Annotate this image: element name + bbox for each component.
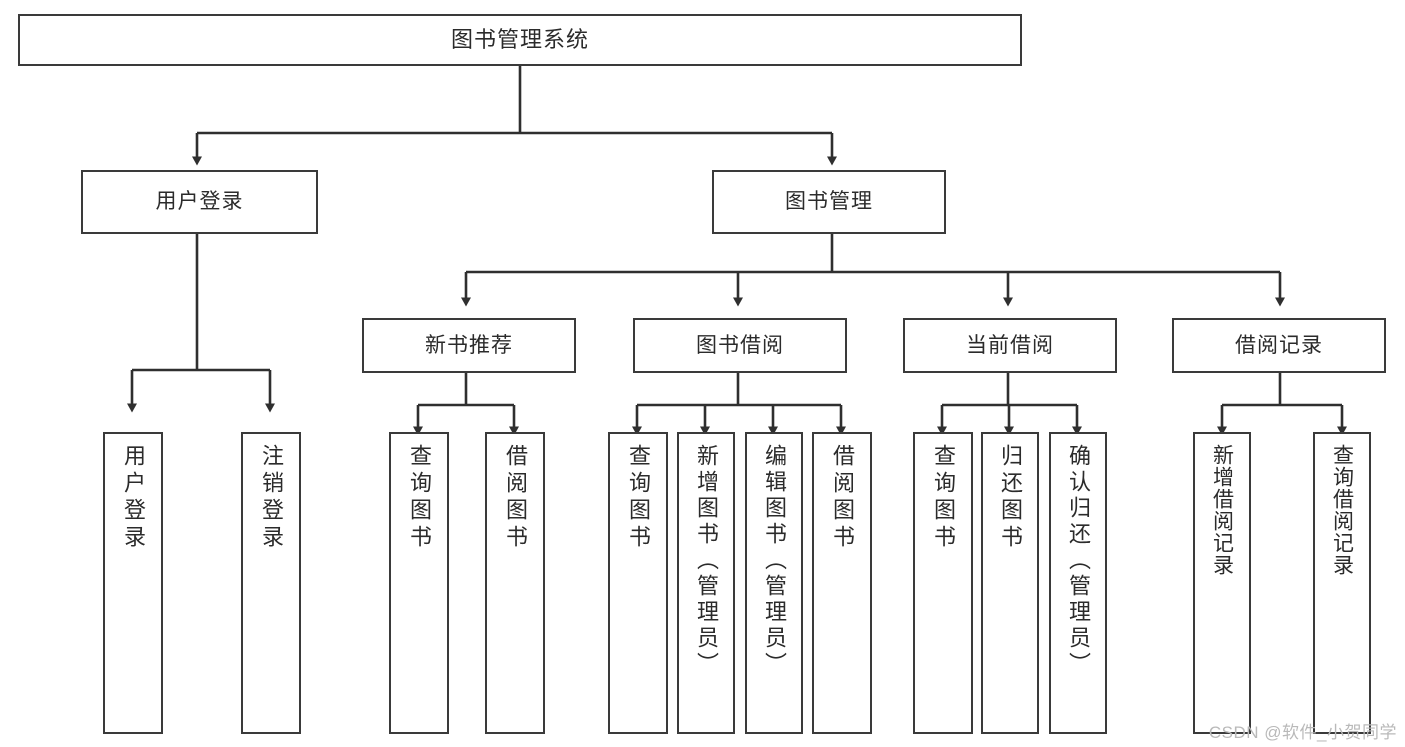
leaf-user-logout-label: 注销登录 — [259, 444, 284, 552]
leaf-borrow-borrow-book-label: 借阅图书 — [830, 444, 855, 552]
leaf-add-borrow-record-label: 新增借阅记录 — [1210, 444, 1234, 576]
leaf-borrow-borrow-book[interactable]: 借阅图书 — [812, 432, 872, 734]
leaf-user-logout[interactable]: 注销登录 — [241, 432, 301, 734]
leaf-edit-book-admin[interactable]: 编辑图书（管理员） — [745, 432, 803, 734]
leaf-query-borrow-record[interactable]: 查询借阅记录 — [1313, 432, 1371, 734]
leaf-recommend-borrow-book-label: 借阅图书 — [503, 444, 528, 552]
leaf-add-borrow-record[interactable]: 新增借阅记录 — [1193, 432, 1251, 734]
node-book-management[interactable]: 图书管理 — [712, 170, 946, 234]
leaf-return-book-label: 归还图书 — [998, 444, 1023, 552]
node-borrow-record[interactable]: 借阅记录 — [1172, 318, 1386, 373]
leaf-query-borrow-record-label: 查询借阅记录 — [1330, 444, 1354, 576]
node-current-borrow[interactable]: 当前借阅 — [903, 318, 1117, 373]
leaf-borrow-query-book[interactable]: 查询图书 — [608, 432, 668, 734]
leaf-current-query-book-label: 查询图书 — [931, 444, 956, 552]
node-user-login[interactable]: 用户登录 — [81, 170, 318, 234]
watermark: CSDN @软件_小贺同学 — [1208, 723, 1397, 742]
node-root[interactable]: 图书管理系统 — [18, 14, 1022, 66]
leaf-recommend-query-book-label: 查询图书 — [407, 444, 432, 552]
leaf-confirm-return-admin-label: 确认归还（管理员） — [1066, 444, 1091, 678]
node-book-borrow[interactable]: 图书借阅 — [633, 318, 847, 373]
node-book-borrow-label: 图书借阅 — [696, 333, 784, 357]
leaf-confirm-return-admin[interactable]: 确认归还（管理员） — [1049, 432, 1107, 734]
leaf-edit-book-admin-label: 编辑图书（管理员） — [762, 444, 787, 678]
leaf-add-book-admin-label: 新增图书（管理员） — [694, 444, 719, 678]
node-root-label: 图书管理系统 — [450, 26, 589, 52]
leaf-user-login[interactable]: 用户登录 — [103, 432, 163, 734]
leaf-user-login-label: 用户登录 — [121, 444, 146, 552]
leaf-borrow-query-book-label: 查询图书 — [626, 444, 651, 552]
node-user-login-label: 用户登录 — [155, 190, 244, 214]
leaf-add-book-admin[interactable]: 新增图书（管理员） — [677, 432, 735, 734]
node-new-book-recommend[interactable]: 新书推荐 — [362, 318, 576, 373]
leaf-current-query-book[interactable]: 查询图书 — [913, 432, 973, 734]
node-current-borrow-label: 当前借阅 — [966, 333, 1054, 357]
node-borrow-record-label: 借阅记录 — [1235, 333, 1323, 357]
leaf-recommend-borrow-book[interactable]: 借阅图书 — [485, 432, 545, 734]
node-new-book-recommend-label: 新书推荐 — [425, 333, 513, 357]
leaf-recommend-query-book[interactable]: 查询图书 — [389, 432, 449, 734]
leaf-return-book[interactable]: 归还图书 — [981, 432, 1039, 734]
node-book-management-label: 图书管理 — [785, 190, 873, 214]
